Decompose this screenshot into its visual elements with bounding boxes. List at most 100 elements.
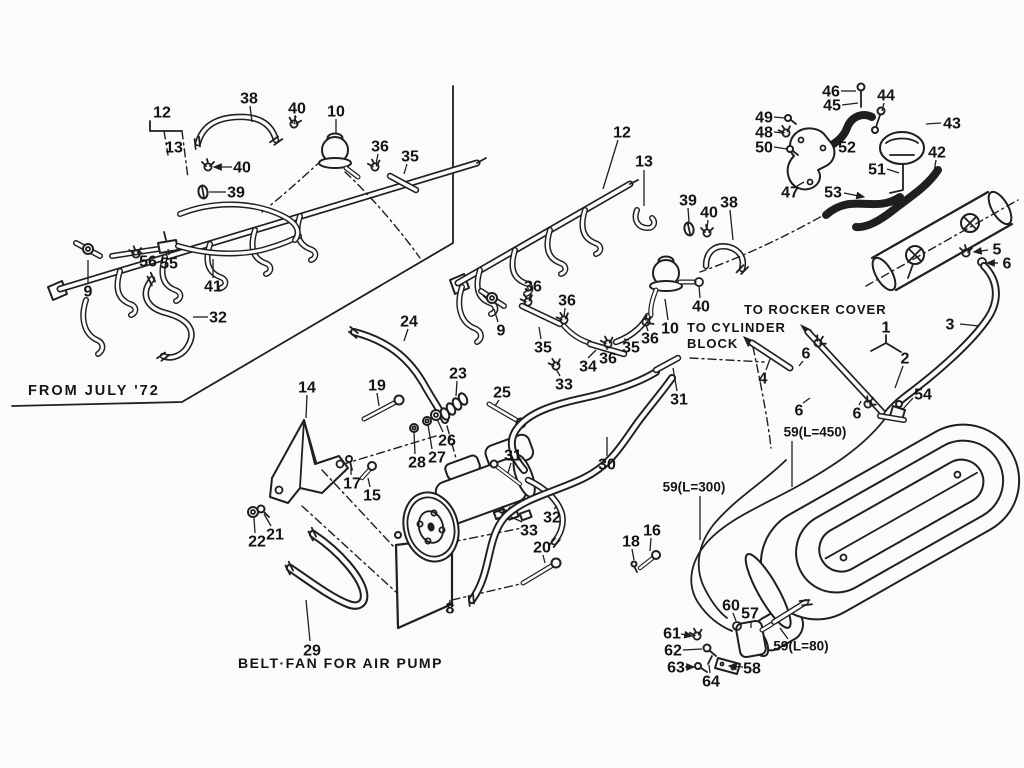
leader-line [796,181,805,187]
leader-line [698,285,701,299]
part-label-45: 45 [823,98,841,115]
leader-line [682,648,703,651]
part-label-36: 36 [371,139,389,156]
part-label-58: 58 [743,661,761,678]
heat-shield [744,423,1021,658]
leader-line [708,664,711,674]
part-label-36: 36 [599,351,617,368]
part-label-36: 36 [641,331,659,348]
part-label-47: 47 [781,185,799,202]
part-label-39: 39 [227,185,245,202]
leader-line [933,159,937,173]
part-label-20: 20 [533,540,551,557]
part-label-22: 22 [248,534,266,551]
leader-line [563,307,566,318]
leader-lines [87,90,998,674]
part-label-16: 16 [643,523,661,540]
note-belt-fan: BELT·FAN FOR AIR PUMP [238,655,443,671]
leader-line [305,394,308,419]
leader-line [841,102,859,106]
leader-line [972,247,989,255]
leader-line [455,380,458,397]
leader-line [664,298,669,321]
part-label-17: 17 [343,476,361,493]
leader-line [881,102,885,112]
part-label-49: 49 [755,110,773,127]
part-label-59(L=300): 59(L=300) [663,480,726,495]
part-label-27: 27 [428,450,446,467]
part-label-15: 15 [363,488,381,505]
part-label-36: 36 [524,279,542,296]
leader-line [706,219,709,229]
part-label-50: 50 [755,140,773,157]
part-label-21: 21 [266,527,284,544]
leader-line [167,248,170,256]
leader-line [902,397,914,410]
part-label-9: 9 [84,284,93,301]
leader-line [779,627,789,640]
part-label-59(L=450): 59(L=450) [784,425,847,440]
part-label-44: 44 [877,88,895,105]
leader-line [538,326,542,340]
leader-line [436,418,444,433]
part-label-2: 2 [901,351,910,368]
part-label-29: 29 [303,643,321,660]
inset-section [11,85,487,407]
leader-line [858,400,862,406]
part-label-31: 31 [670,392,688,409]
right-cluster [630,82,1021,675]
part-label-30: 30 [598,457,616,474]
leader-line [249,105,253,123]
part-label-18: 18 [622,534,640,551]
leader-line [925,122,942,125]
part-label-41: 41 [204,279,222,296]
part-label-1: 1 [882,320,891,337]
leader-line [765,358,771,371]
note-to-cylinder-line2: BLOCK [687,336,738,351]
leader-line [649,537,652,552]
part-label-35: 35 [401,149,419,166]
part-label-13: 13 [165,140,183,157]
leader-line [894,365,904,389]
part-label-55: 55 [160,256,178,273]
part-label-38: 38 [240,91,258,108]
leader-line [727,662,744,671]
part-label-38: 38 [720,195,738,212]
leader-line [798,360,804,367]
leader-line [542,554,546,564]
leader-line [137,249,144,255]
part-label-24: 24 [400,314,418,331]
leader-line [802,397,811,404]
part-label-40: 40 [288,101,306,118]
leader-line [843,191,866,200]
part-label-62: 62 [664,643,682,660]
leader-line [403,328,409,342]
leader-line [631,548,635,561]
note-from-july-72: FROM JULY '72 [28,383,160,399]
part-label-28: 28 [408,455,426,472]
part-label-12: 12 [153,105,171,122]
part-label-8: 8 [446,601,455,618]
part-label-33: 33 [555,377,573,394]
part-label-5: 5 [993,242,1002,259]
air-pump-section [247,325,682,630]
part-label-64: 64 [702,674,720,691]
leader-line [729,209,734,241]
part-label-39: 39 [679,193,697,210]
leader-line [645,324,649,332]
part-label-54: 54 [914,387,932,404]
leader-line [263,513,272,527]
part-label-10: 10 [661,321,679,338]
part-label-63: 63 [667,660,685,677]
leader-line [494,399,500,407]
leader-line [253,517,256,534]
part-label-51: 51 [868,162,886,179]
part-label-9: 9 [497,323,506,340]
part-label-35: 35 [622,340,640,357]
part-label-14: 14 [298,380,316,397]
leader-line [493,308,499,323]
leader-line [375,153,379,165]
leader-line [680,630,694,639]
part-label-52: 52 [838,140,856,157]
